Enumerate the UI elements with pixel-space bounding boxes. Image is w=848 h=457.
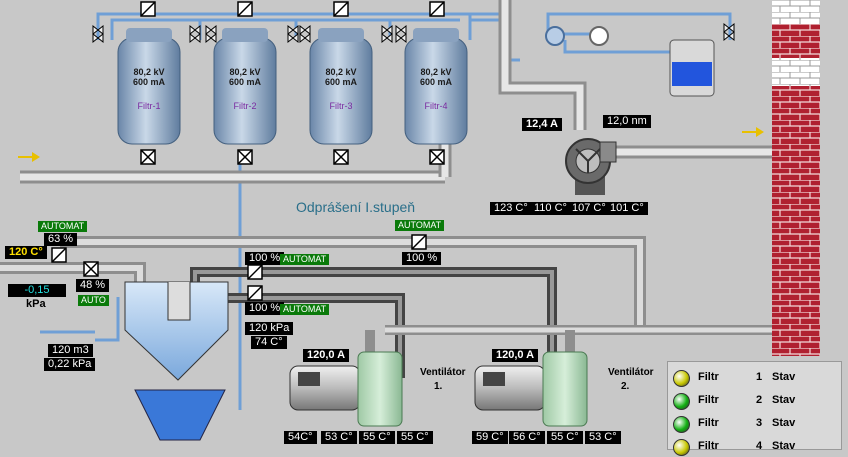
filter-4-readout: 80,2 kV 600 mA Filtr-4 bbox=[411, 67, 461, 111]
automat-label-mid-2: AUTOMAT bbox=[280, 304, 330, 315]
fan-current: 12,4 A bbox=[522, 118, 563, 131]
vent2-current: 120,0 A bbox=[492, 349, 539, 362]
chimney bbox=[772, 0, 820, 356]
fan-temp-2: 110 C° bbox=[530, 202, 571, 215]
lower-dampers bbox=[51, 234, 427, 301]
damper-percent: 48 % bbox=[76, 279, 110, 292]
status-stav-3: Stav bbox=[772, 417, 796, 429]
status-row-1[interactable]: Filtr 1 Stav bbox=[668, 368, 843, 388]
temp-left: 120 C° bbox=[5, 246, 47, 259]
vent1-temp-2: 53 C° bbox=[321, 431, 357, 444]
vent2-label: Ventilátor bbox=[608, 367, 654, 378]
status-label-3: Filtr bbox=[698, 417, 719, 429]
vent2-temp-1: 59 C° bbox=[472, 431, 508, 444]
main-fan bbox=[565, 138, 617, 195]
vent2-temp-4: 53 C° bbox=[585, 431, 621, 444]
percent-top-left: 63 % bbox=[44, 233, 78, 246]
pressure-unit: kPa bbox=[26, 298, 46, 310]
flow-pressure: 0,22 kPa bbox=[44, 358, 96, 371]
vent1-label: Ventilátor bbox=[420, 367, 466, 378]
status-num-2: 2 bbox=[756, 394, 763, 406]
status-label-2: Filtr bbox=[698, 394, 719, 406]
vent2-number: 2. bbox=[621, 381, 630, 392]
status-label-1: Filtr bbox=[698, 371, 719, 383]
fan-temp-1: 123 C° bbox=[490, 202, 532, 215]
vent1-temp-4: 55 C° bbox=[397, 431, 433, 444]
percent-right: 100 % bbox=[402, 252, 442, 265]
status-led-2 bbox=[673, 393, 690, 410]
pressure-value: -0,15 bbox=[8, 284, 66, 297]
fan-temp-4: 101 C° bbox=[606, 202, 648, 215]
vent1-temp-3: 55 C° bbox=[359, 431, 395, 444]
gauge-icon bbox=[589, 26, 609, 46]
automat-label-right: AUTOMAT bbox=[395, 220, 445, 231]
status-led-3 bbox=[673, 416, 690, 433]
filter-status-panel: Filtr 1 Stav Filtr 2 Stav Filtr 3 Stav F… bbox=[667, 361, 843, 456]
filter-4-name: Filtr-4 bbox=[424, 101, 448, 111]
filter-units bbox=[117, 28, 468, 145]
status-stav-4: Stav bbox=[772, 440, 796, 452]
automat-label-left: AUTOMAT bbox=[38, 221, 88, 232]
percent-mid-1: 100 % bbox=[245, 252, 285, 265]
fan-speed: 12,0 nm bbox=[603, 115, 651, 128]
status-num-1: 1 bbox=[756, 371, 763, 383]
vent2-temp-2: 56 C° bbox=[509, 431, 545, 444]
vent1-temp-1: 54C° bbox=[284, 431, 317, 444]
vent1-current: 120,0 A bbox=[303, 349, 350, 362]
status-num-4: 4 bbox=[756, 440, 763, 452]
ventilator-2 bbox=[474, 351, 588, 427]
status-row-2[interactable]: Filtr 2 Stav bbox=[668, 391, 843, 411]
automat-label-mid-1: AUTOMAT bbox=[280, 254, 330, 265]
auto-label: AUTO bbox=[78, 295, 109, 306]
filter-3-readout: 80,2 kV 600 mA Filtr-3 bbox=[316, 67, 366, 111]
cyclone-hopper bbox=[124, 281, 229, 441]
status-num-3: 3 bbox=[756, 417, 763, 429]
filter-2-readout: 80,2 kV 600 mA Filtr-2 bbox=[220, 67, 270, 111]
water-tank bbox=[669, 39, 715, 97]
status-stav-2: Stav bbox=[772, 394, 796, 406]
status-row-4[interactable]: Filtr 4 Stav bbox=[668, 437, 843, 457]
filter-1-name: Filtr-1 bbox=[137, 101, 161, 111]
status-label-4: Filtr bbox=[698, 440, 719, 452]
damper-icons bbox=[140, 1, 445, 165]
vent2-temp-3: 55 C° bbox=[547, 431, 583, 444]
filter-3-name: Filtr-3 bbox=[329, 101, 353, 111]
filter-1-readout: 80,2 kV 600 mA Filtr-1 bbox=[124, 67, 174, 111]
fan-temp-3: 107 C° bbox=[568, 202, 610, 215]
status-led-4 bbox=[673, 439, 690, 456]
filter-2-name: Filtr-2 bbox=[233, 101, 257, 111]
flow-value: 120 m3 bbox=[48, 344, 93, 357]
status-led-1 bbox=[673, 370, 690, 387]
percent-mid-2: 100 % bbox=[245, 302, 285, 315]
flow-arrows bbox=[18, 127, 764, 162]
ventilator-1 bbox=[289, 351, 403, 427]
pump-icon bbox=[545, 26, 565, 46]
kpa-mid: 120 kPa bbox=[245, 322, 294, 335]
page-title: Odprášení I.stupeň bbox=[296, 199, 416, 215]
status-stav-1: Stav bbox=[772, 371, 796, 383]
valve-icons bbox=[92, 22, 735, 44]
status-row-3[interactable]: Filtr 3 Stav bbox=[668, 414, 843, 434]
temp-mid: 74 C° bbox=[251, 336, 287, 349]
vent1-number: 1. bbox=[434, 381, 443, 392]
